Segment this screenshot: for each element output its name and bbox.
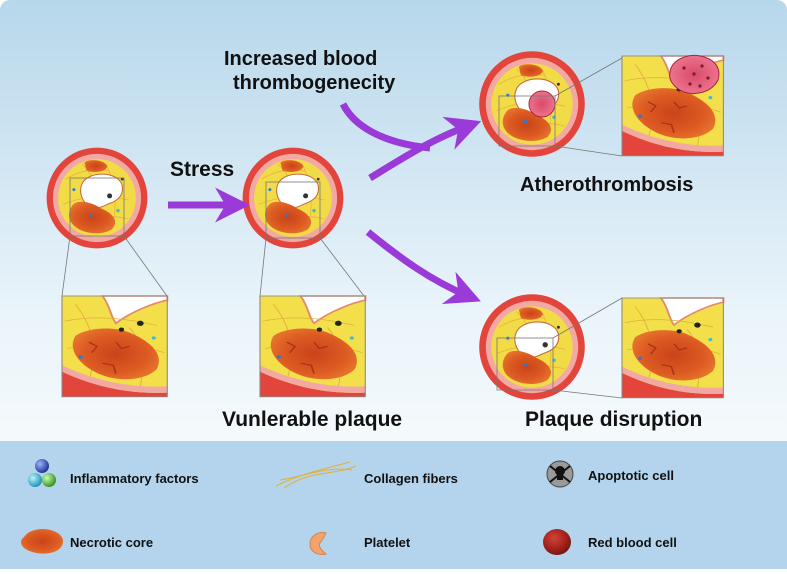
legend-label-collagen-fibers: Collagen fibers xyxy=(364,471,458,486)
plaque-disruption-label: Plaque disruption xyxy=(525,408,703,431)
zoom-line-stage2-left xyxy=(259,237,267,297)
zoom-line-disruption-top xyxy=(552,297,623,339)
arrow-to-plaque-disruption xyxy=(365,229,481,304)
zoom-line-stage2-right xyxy=(319,237,365,297)
apoptotic-cell-icon xyxy=(546,460,574,488)
legend-label-apoptotic-cell: Apoptotic cell xyxy=(588,468,674,483)
zoom-line-stage1-right xyxy=(123,235,168,297)
zoom-panel-stage2 xyxy=(258,294,367,398)
zoom-line-disruption-bottom xyxy=(552,389,623,399)
thrombus-dots xyxy=(682,64,710,88)
collagen-fibers-icon xyxy=(275,461,357,489)
increased-blood-label: Increased blood xyxy=(224,48,378,70)
red-blood-cell-icon xyxy=(543,529,571,555)
arrow-to-atherothrombosis xyxy=(368,116,482,182)
legend-label-red-blood-cell: Red blood cell xyxy=(588,535,677,550)
zoom-panel-plaque-disruption xyxy=(621,297,725,399)
zoom-box-stage2 xyxy=(265,181,321,239)
thrombogenecity-label: thrombogenecity xyxy=(233,72,396,94)
vulnerable-plaque-label: Vunlerable plaque xyxy=(222,408,403,431)
vessel-stage2 xyxy=(242,147,344,249)
legend-panel xyxy=(0,441,787,569)
legend-label-necrotic-core: Necrotic core xyxy=(70,535,154,550)
thrombus-small xyxy=(528,90,556,118)
zoom-box-stage1 xyxy=(69,177,125,237)
zoom-box-plaque-disruption xyxy=(496,337,554,391)
platelet-icon xyxy=(309,532,328,555)
legend-label-platelet: Platelet xyxy=(364,535,411,550)
zoom-line-stage1-left xyxy=(61,235,71,297)
inflammatory-factors-icon xyxy=(28,459,56,487)
arrow-thrombogenecity xyxy=(339,102,431,152)
zoom-line-athero-bottom xyxy=(554,145,623,157)
stress-label: Stress xyxy=(170,158,235,181)
zoom-line-athero-top xyxy=(554,57,623,97)
atherothrombosis-label: Atherothrombosis xyxy=(520,174,694,196)
vessel-stage1 xyxy=(46,147,148,249)
vessel-plaque-disruption xyxy=(478,293,586,401)
zoom-box-atherothrombosis xyxy=(498,95,556,147)
necrotic-core-icon xyxy=(21,529,64,554)
zoom-panel-stage1 xyxy=(60,294,169,398)
legend-label-inflammatory-factors: Inflammatory factors xyxy=(70,471,199,486)
